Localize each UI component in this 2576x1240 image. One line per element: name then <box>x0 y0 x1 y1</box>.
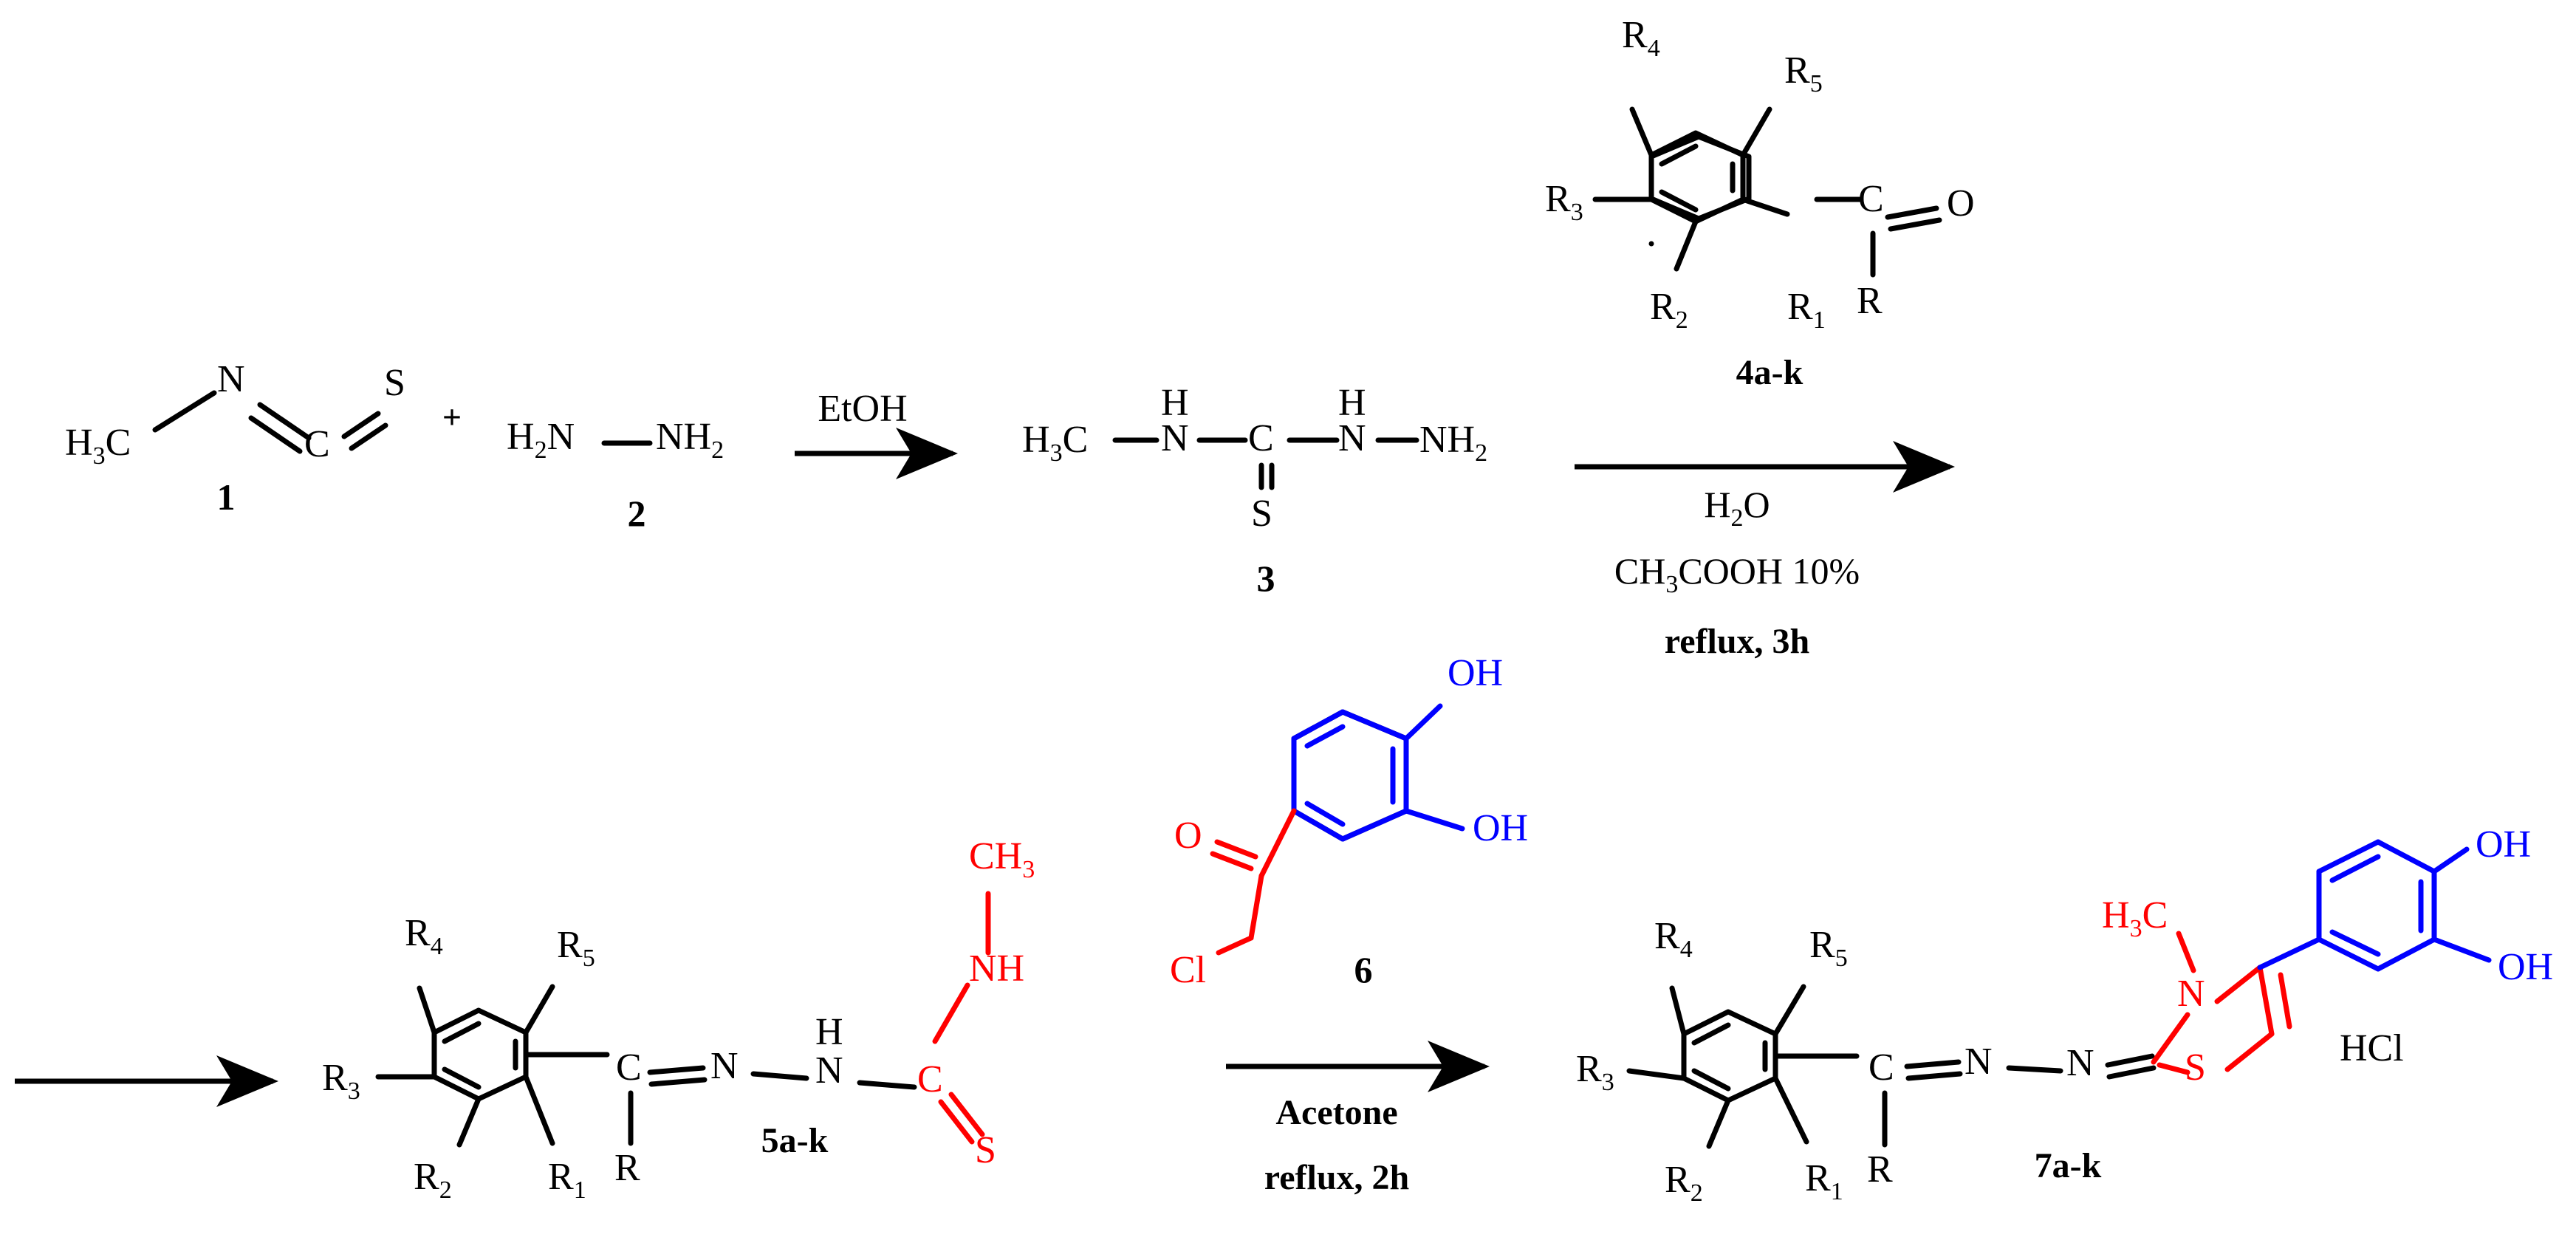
arrow-1-solvent: EtOH <box>818 388 907 430</box>
svg-text:H3C: H3C <box>65 422 131 470</box>
reaction-arrow-1: EtOH <box>795 388 958 479</box>
svg-text:CH3: CH3 <box>969 835 1035 883</box>
compound-6-chloroacetylcatechol: OH OH O Cl 6 <box>1170 652 1528 991</box>
svg-text:OH: OH <box>2498 946 2553 988</box>
reaction-arrow-2: H2O CH3COOH 10% reflux, 3h <box>1575 441 1955 661</box>
svg-text:CH3COOH 10%: CH3COOH 10% <box>1614 550 1860 598</box>
svg-text:H3C: H3C <box>1022 419 1088 467</box>
reagent-1-methyl-isothiocyanate: H3C N C S 1 <box>65 358 405 518</box>
svg-text:NH2: NH2 <box>656 416 724 464</box>
svg-text:R3: R3 <box>1576 1048 1614 1096</box>
svg-text:Cl: Cl <box>1170 949 1206 991</box>
svg-text:N: N <box>710 1045 739 1087</box>
svg-text:R: R <box>1857 280 1883 322</box>
svg-text:OH: OH <box>1448 652 1503 694</box>
svg-text:R4: R4 <box>405 912 443 960</box>
svg-text:N: N <box>1964 1041 1993 1083</box>
svg-text:N: N <box>2177 973 2205 1015</box>
svg-text:H: H <box>1161 382 1189 424</box>
svg-text:R1: R1 <box>1787 286 1826 334</box>
svg-text:H3C: H3C <box>2102 894 2168 942</box>
compound-3-thiosemicarbazide: H3C N H C S N H NH2 3 <box>1022 382 1487 599</box>
svg-text:R1: R1 <box>548 1156 586 1204</box>
compound-4-number: 4a-k <box>1736 353 1803 392</box>
bond-c-s-1 <box>341 411 381 439</box>
svg-text:OH: OH <box>1473 807 1528 849</box>
plus-sign: + <box>442 398 462 436</box>
svg-text:R4: R4 <box>1654 915 1693 963</box>
svg-text:S: S <box>1251 493 1272 535</box>
svg-text:H2N: H2N <box>507 416 575 464</box>
bond-n-c-1 <box>257 402 312 441</box>
svg-text:R5: R5 <box>557 924 595 972</box>
compound-5-number: 5a-k <box>761 1121 829 1160</box>
compound-7-number: 7a-k <box>2035 1146 2102 1185</box>
svg-text:R4: R4 <box>1622 14 1660 62</box>
svg-text:R: R <box>614 1147 640 1189</box>
atom-s: S <box>384 362 405 404</box>
compound-4-carbonyl: R4 R5 R3 R2 R1 C O R 4a-k <box>1545 14 1975 392</box>
svg-text:R2: R2 <box>1665 1159 1703 1207</box>
svg-text:H: H <box>1338 382 1366 424</box>
svg-text:NH2: NH2 <box>1419 419 1487 467</box>
bond-c-s-2 <box>349 422 388 451</box>
svg-text:R3: R3 <box>322 1057 360 1105</box>
svg-text:H2O: H2O <box>1704 484 1770 532</box>
svg-text:R2: R2 <box>414 1156 452 1204</box>
svg-text:R1: R1 <box>1805 1157 1843 1205</box>
svg-text:O: O <box>1947 182 1975 225</box>
bond-n-c-2 <box>248 415 303 454</box>
hcl-salt-label: HCl <box>2340 1027 2404 1069</box>
reagent-2-hydrazine: H2N NH2 2 <box>507 416 724 534</box>
arrow-4-conditions: reflux, 2h <box>1264 1158 1409 1197</box>
svg-text:N: N <box>1161 417 1189 459</box>
arrow-4-solvent: Acetone <box>1275 1093 1397 1132</box>
svg-text:N: N <box>815 1049 843 1092</box>
compound-5-thiosemicarbazone: R4 R5 R3 R2 R1 C R N N H C NH CH3 S 5a-k <box>322 835 1035 1204</box>
atom-n: N <box>217 358 245 400</box>
svg-text:R: R <box>1867 1148 1893 1191</box>
svg-text:C: C <box>917 1058 943 1100</box>
svg-text:C: C <box>1248 417 1274 459</box>
atom-c: C <box>304 423 330 465</box>
svg-text:R2: R2 <box>1650 286 1688 334</box>
arrow-2-conditions: reflux, 3h <box>1665 622 1809 661</box>
reaction-arrow-4: Acetone reflux, 2h <box>1226 1041 1490 1197</box>
svg-text:S: S <box>2185 1047 2206 1089</box>
compound-1-number: 1 <box>217 476 236 518</box>
svg-text:OH: OH <box>2476 823 2531 866</box>
svg-text:NH: NH <box>969 948 1024 990</box>
compound-6-number: 6 <box>1354 949 1373 990</box>
svg-text:R5: R5 <box>1784 49 1823 97</box>
bond-ch3-n <box>152 390 217 433</box>
svg-text:N: N <box>2066 1042 2094 1084</box>
svg-text:R3: R3 <box>1545 178 1583 226</box>
svg-text:O: O <box>1174 815 1202 857</box>
svg-text:C: C <box>1858 178 1884 220</box>
svg-text:R5: R5 <box>1809 924 1848 972</box>
compound-2-number: 2 <box>628 493 646 534</box>
svg-text:N: N <box>1338 417 1366 459</box>
svg-text:C: C <box>1868 1047 1894 1089</box>
svg-text:S: S <box>975 1129 996 1171</box>
compound-3-number: 3 <box>1257 558 1275 599</box>
svg-text:C: C <box>616 1047 642 1089</box>
compound-7-thiazoline-hydrazone: R4 R5 R3 R2 R1 C R N N N S H3C <box>1576 823 2553 1207</box>
svg-text:H: H <box>815 1011 843 1053</box>
